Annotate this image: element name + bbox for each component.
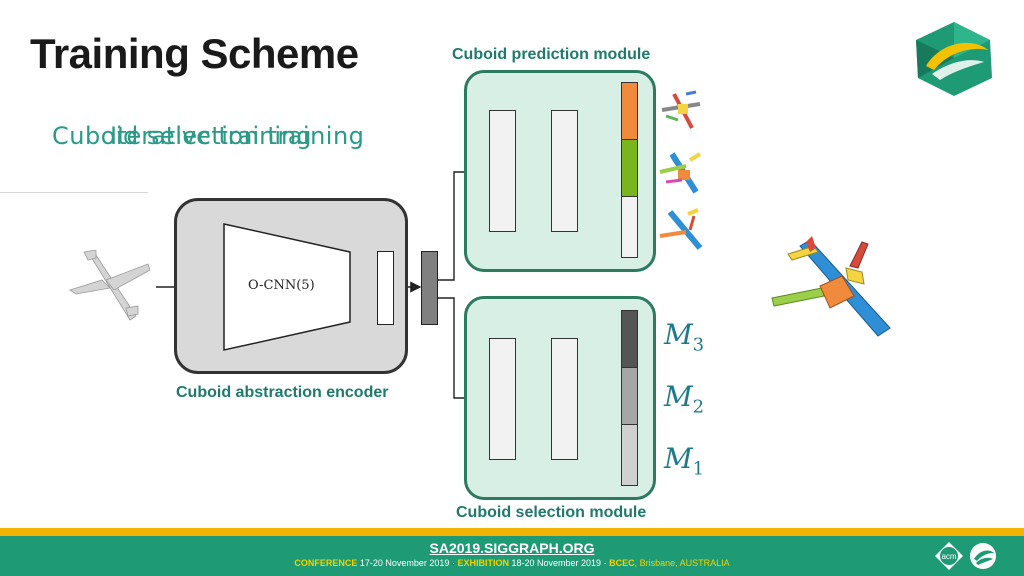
footer-venue-label: BCEC: [609, 558, 635, 568]
cuboid-shape-icon-2: [659, 152, 702, 194]
ocnn-label: O-CNN(5): [248, 278, 315, 293]
divider-line: [0, 192, 148, 193]
svg-text:acm: acm: [941, 552, 956, 561]
acm-icon: acm: [935, 542, 963, 570]
footer-conference-label: CONFERENCE: [294, 558, 358, 568]
siggraph-asia-logo-icon: [916, 22, 992, 96]
subtitle-cuboid-selection: Cuboid selection training: [52, 122, 365, 150]
footer-sep-1: ·: [451, 558, 455, 568]
prediction-segment-white: [622, 197, 637, 255]
feature-vector: [377, 251, 394, 325]
shape-code: [421, 251, 438, 325]
cuboid-shape-icon-3: [659, 208, 703, 250]
m3-label: M3: [664, 318, 705, 356]
encoder-label: Cuboid abstraction encoder: [176, 384, 389, 401]
prediction-module-label: Cuboid prediction module: [452, 46, 651, 63]
selection-segment-m2: [622, 368, 637, 425]
footer-exhibition-label: EXHIBITION: [457, 558, 509, 568]
prediction-segment-green: [622, 140, 637, 197]
m2-label: M2: [664, 380, 705, 418]
cuboid-result-icon: [771, 236, 891, 337]
slide-title: Training Scheme: [30, 30, 359, 77]
footer-stripe: [0, 528, 1024, 536]
footer-sep-2: ·: [603, 558, 607, 568]
footer-conference-dates: 17-20 November 2019: [359, 558, 450, 568]
selection-output: [621, 310, 638, 486]
footer-exhibition-dates: 18-20 November 2019: [511, 558, 602, 568]
footer-url-link[interactable]: SA2019.SIGGRAPH.ORG: [429, 540, 595, 556]
airplane-icon: [69, 250, 151, 321]
selection-segment-m1: [622, 425, 637, 483]
selection-segment-m3: [622, 311, 637, 368]
footer-event-info: CONFERENCE 17-20 November 2019 · EXHIBIT…: [294, 558, 730, 568]
prediction-fc1: [489, 110, 516, 232]
prediction-fc2: [551, 110, 578, 232]
selection-fc1: [489, 338, 516, 460]
subtitle-iterative-training: Iterative training: [110, 122, 312, 150]
footer-venue-location: Brisbane, AUSTRALIA: [639, 558, 730, 568]
cuboid-shape-icon-1: [661, 90, 701, 129]
footer-band: [0, 528, 1024, 576]
siggraph-small-icon: [970, 543, 996, 569]
prediction-output: [621, 82, 638, 258]
selection-module-label: Cuboid selection module: [456, 504, 647, 521]
ocnn-trapezoid: [223, 223, 351, 351]
prediction-segment-orange: [622, 83, 637, 140]
m1-label: M1: [664, 442, 705, 480]
selection-fc2: [551, 338, 578, 460]
